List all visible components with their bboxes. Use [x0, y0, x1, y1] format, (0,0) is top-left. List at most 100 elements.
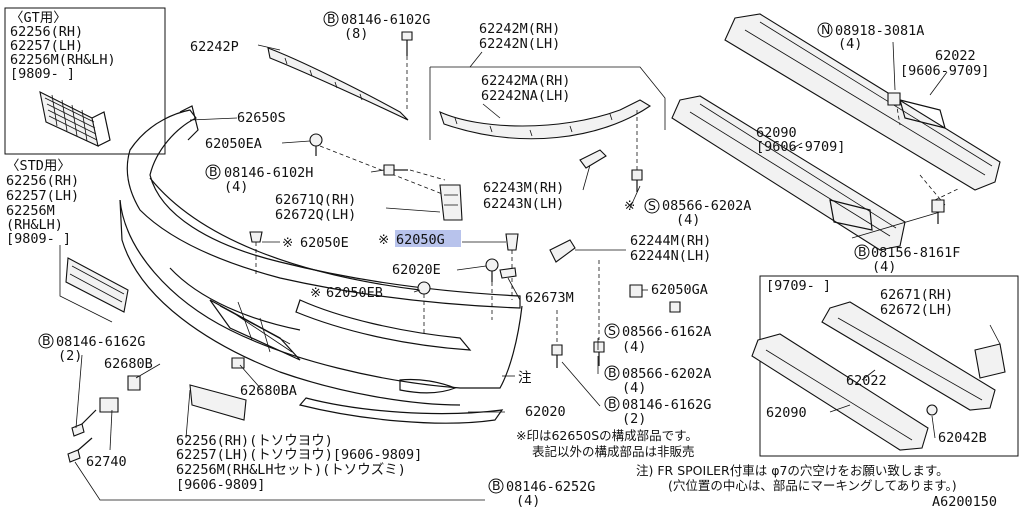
circle-n: N — [821, 22, 830, 37]
label-62050EA: 62050EA — [205, 136, 262, 152]
upper-retainer-62242P — [267, 47, 409, 121]
label-08146-6162G-left: 08146-6162G — [56, 334, 145, 350]
reinforcement-62022-top — [724, 13, 1001, 191]
label-62050GA: 62050GA — [651, 282, 708, 298]
std-inset: 〈STD用〉 62256(RH) 62257(LH) 62256M (RH&LH… — [6, 158, 129, 323]
std-inset-line-5: [9809- ] — [6, 231, 71, 247]
circle-markers: B N B S B S B B B B — [38, 11, 870, 494]
mark-08566-6202A: ※ — [624, 198, 635, 214]
circle-b-6162g-left: B — [42, 333, 51, 348]
std-inset-line-0: 〈STD用〉 — [6, 158, 71, 174]
label-62020E: 62020E — [392, 262, 441, 278]
label-62050E: 62050E — [300, 235, 349, 251]
gt-grille-mesh — [39, 91, 111, 147]
fr-note-1: 注) FR SPOILER付車は φ7の穴空けをお願い致します。 — [636, 463, 949, 478]
label-08146-6162G-right: 08146-6162G — [622, 397, 711, 413]
label-62244N: 62244N(LH) — [630, 248, 711, 264]
label-62242N: 62242N(LH) — [479, 36, 560, 52]
label-62244M: 62244M(RH) — [630, 233, 711, 249]
bottom-block-line-0: 62256(RH)(トソウヨウ) — [176, 433, 333, 449]
gt-inset-line-2: 62257(LH) — [10, 38, 83, 54]
reinf-inset-header: [9709- ] — [766, 278, 831, 294]
circle-b-6202a-lower: B — [608, 365, 617, 380]
highlight-62050G — [395, 230, 461, 247]
absorber-62090-top — [671, 95, 906, 251]
std-inset-line-1: 62256(RH) — [6, 173, 79, 189]
label-08156-qty: (4) — [872, 259, 896, 275]
label-62740: 62740 — [86, 454, 127, 470]
fr-note-2: (穴位置の中心は、部品にマーキングしてあります。) — [668, 478, 957, 493]
label-62243N: 62243N(LH) — [483, 196, 564, 212]
label-62022-top-date: [9606-9709] — [900, 63, 989, 79]
label-08566-6202A-lower-qty: (4) — [622, 380, 646, 396]
label-62650S: 62650S — [237, 110, 286, 126]
label-62022-top: 62022 — [935, 48, 976, 64]
label-inset-62671: 62671(RH) — [880, 287, 953, 303]
label-08146-6102G-top: 08146-6102G — [341, 12, 430, 28]
bottom-block-line-1: 62257(LH)(トソウヨウ)[9606-9809] — [176, 447, 422, 463]
label-62050EB: 62050EB — [326, 285, 383, 301]
label-08146-6162G-right-qty: (2) — [622, 411, 646, 427]
fasteners — [67, 31, 945, 501]
retainer-62242MA-box — [429, 66, 666, 140]
label-62673M: 62673M — [525, 290, 574, 306]
label-08146-6102H-qty: (4) — [224, 179, 248, 195]
label-62242MA: 62242MA(RH) — [481, 73, 570, 89]
gt-inset-line-3: 62256M(RH&LH) — [10, 52, 116, 68]
mark-62050G: ※ — [378, 232, 389, 248]
label-08566-6162A-qty: (4) — [622, 339, 646, 355]
circle-b-top: B — [327, 11, 336, 26]
label-62672Q: 62672Q(LH) — [275, 207, 356, 223]
mark-note-2: 表記以外の構成部品は非販売 — [532, 444, 695, 459]
label-inset-62090: 62090 — [766, 405, 807, 421]
gt-inset-line-0: 〈GT用〉 — [10, 10, 67, 26]
label-62090-top: 62090 — [756, 125, 797, 141]
std-inset-line-3: 62256M — [6, 203, 55, 219]
label-62090-top-date: [9606-9709] — [756, 139, 845, 155]
circle-b-6252g: B — [492, 478, 501, 493]
mark-62050E: ※ — [282, 235, 293, 251]
label-62671Q: 62671Q(RH) — [275, 192, 356, 208]
label-62020: 62020 — [525, 404, 566, 420]
circle-b-6102h: B — [209, 164, 218, 179]
label-62242P: 62242P — [190, 39, 239, 55]
label-note-ref: 注 — [518, 370, 532, 386]
std-inset-line-2: 62257(LH) — [6, 188, 79, 204]
std-grille-bracket — [65, 257, 129, 313]
label-62680B: 62680B — [104, 356, 153, 372]
label-08146-6162G-left-qty: (2) — [58, 348, 82, 364]
bottom-block-line-3: [9606-9809] — [176, 477, 265, 493]
mark-note-1: ※印は62650Sの構成部品です。 — [516, 428, 698, 443]
gt-inset: 〈GT用〉 62256(RH) 62257(LH) 62256M(RH&LH) … — [4, 7, 166, 155]
part-labels: 08146-6102G (8) 62242P 62242M(RH) 62242N… — [56, 12, 989, 509]
reinforcement-inset — [751, 275, 1019, 457]
label-08566-6202A-right-qty: (4) — [676, 212, 700, 228]
label-62680BA: 62680BA — [240, 383, 297, 399]
bumper-fascia — [119, 105, 523, 406]
label-08146-6102H: 08146-6102H — [224, 165, 313, 181]
label-08146-6252G-qty: (4) — [516, 493, 540, 509]
label-08146-6102G-top-qty: (8) — [344, 26, 368, 42]
label-62242M: 62242M(RH) — [479, 21, 560, 37]
diagram-code: A6200150 — [932, 494, 997, 510]
label-inset-62672: 62672(LH) — [880, 302, 953, 318]
circle-b-8161f: B — [858, 244, 867, 259]
front-lip-62020 — [298, 397, 504, 424]
circle-s-6162a: S — [608, 323, 616, 338]
mark-62050EB: ※ — [310, 285, 321, 301]
label-08918-qty: (4) — [838, 36, 862, 52]
label-08566-6162A: 08566-6162A — [622, 324, 711, 340]
label-08146-6252G: 08146-6252G — [506, 479, 595, 495]
label-inset-62022: 62022 — [846, 373, 887, 389]
std-inset-line-4: (RH&LH) — [6, 217, 63, 233]
label-62050G: 62050G — [396, 232, 445, 248]
label-08918: 08918-3081A — [835, 23, 924, 39]
leader-lines — [75, 41, 1001, 451]
label-08566-6202A-lower: 08566-6202A — [622, 366, 711, 382]
label-08566-6202A-right: 08566-6202A — [662, 198, 751, 214]
label-62243M: 62243M(RH) — [483, 180, 564, 196]
notes: ※印は62650Sの構成部品です。 表記以外の構成部品は非販売 注) FR SP… — [516, 428, 997, 510]
circle-b-6162g-right: B — [608, 396, 617, 411]
